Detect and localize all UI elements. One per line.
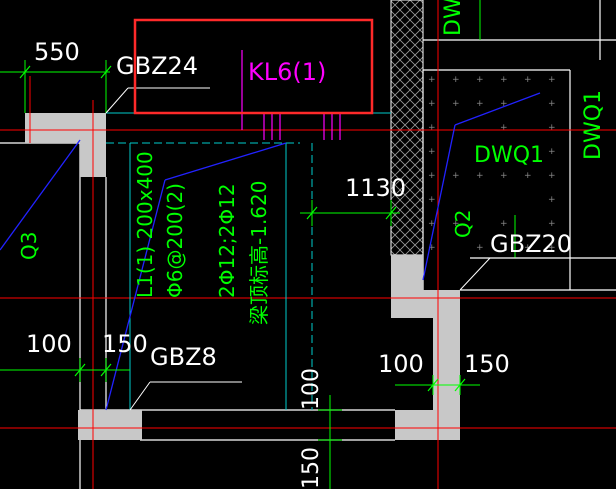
beam-spec-line2: Φ6@200(2) xyxy=(163,183,187,298)
zone-label-q2: Q2 xyxy=(451,210,475,238)
svg-text:+: + xyxy=(428,75,436,85)
column-gbz20 xyxy=(391,255,460,440)
zone-label-dwq-top: DWQ xyxy=(441,0,466,36)
svg-text:+: + xyxy=(452,75,460,85)
zone-label-q3: Q3 xyxy=(17,232,41,260)
svg-text:+: + xyxy=(548,123,556,133)
column-gbz8 xyxy=(78,410,142,440)
beam-spec-line1: L1(1) 200x400 xyxy=(133,151,157,298)
beam-spec-line4: 梁顶标高-1.620 xyxy=(247,181,271,325)
dimension-100-left: 100 xyxy=(26,330,72,358)
svg-text:+: + xyxy=(428,243,436,253)
svg-text:+: + xyxy=(428,195,436,205)
zone-label-dwq1-b: DWQ1 xyxy=(581,90,606,160)
column-label-gbz8: GBZ8 xyxy=(150,343,217,371)
svg-text:+: + xyxy=(428,123,436,133)
svg-text:+: + xyxy=(524,243,532,253)
leader-lines xyxy=(105,87,570,411)
dimension-150-vertical: 150 xyxy=(299,447,324,489)
svg-text:+: + xyxy=(524,75,532,85)
svg-text:+: + xyxy=(428,147,436,157)
svg-text:+: + xyxy=(548,171,556,181)
svg-text:+: + xyxy=(500,99,508,109)
svg-text:+: + xyxy=(548,219,556,229)
svg-text:+: + xyxy=(428,171,436,181)
svg-text:+: + xyxy=(452,219,460,229)
svg-text:+: + xyxy=(548,243,556,253)
svg-text:+: + xyxy=(500,123,508,133)
dimension-150-left: 150 xyxy=(102,330,148,358)
dimension-100-vertical: 100 xyxy=(299,368,324,410)
columns xyxy=(25,113,460,440)
beam-spec: L1(1) 200x400 Φ6@200(2) 2Φ12;2Φ12 梁顶标高-1… xyxy=(133,151,271,325)
dimension-1130: 1130 xyxy=(345,174,406,202)
svg-text:+: + xyxy=(500,75,508,85)
svg-text:+: + xyxy=(500,171,508,181)
svg-text:+: + xyxy=(476,99,484,109)
svg-text:+: + xyxy=(476,243,484,253)
column-gbz24 xyxy=(25,113,106,177)
svg-text:+: + xyxy=(548,147,556,157)
svg-text:+: + xyxy=(428,219,436,229)
dimension-550: 550 xyxy=(34,38,80,66)
diagonal-lines xyxy=(0,92,541,411)
svg-text:+: + xyxy=(428,99,436,109)
beam-ticks xyxy=(241,50,341,140)
dotted-region: + + + + + + + + + + + + + + + + + + + + + + + + + + + + + + + + xyxy=(428,75,556,253)
dimension-100-right: 100 xyxy=(378,350,424,378)
column-label-gbz20: GBZ20 xyxy=(490,230,572,258)
svg-text:+: + xyxy=(500,219,508,229)
column-label-gbz24: GBZ24 xyxy=(116,52,198,80)
beam-highlight-box[interactable] xyxy=(133,18,374,115)
hatched-wall xyxy=(390,0,424,256)
svg-text:+: + xyxy=(452,171,460,181)
svg-text:+: + xyxy=(524,171,532,181)
svg-text:+: + xyxy=(476,171,484,181)
dimension-ticks xyxy=(19,65,466,392)
svg-text:+: + xyxy=(548,195,556,205)
beam-spec-line3: 2Φ12;2Φ12 xyxy=(215,183,239,298)
dimension-150-right: 150 xyxy=(464,350,510,378)
svg-text:+: + xyxy=(548,75,556,85)
zone-label-dwq1-a: DWQ1 xyxy=(474,143,544,168)
svg-text:+: + xyxy=(548,99,556,109)
beam-label: KL6(1) xyxy=(248,58,326,86)
dimension-lines xyxy=(0,0,516,489)
svg-text:+: + xyxy=(452,99,460,109)
svg-text:+: + xyxy=(476,75,484,85)
